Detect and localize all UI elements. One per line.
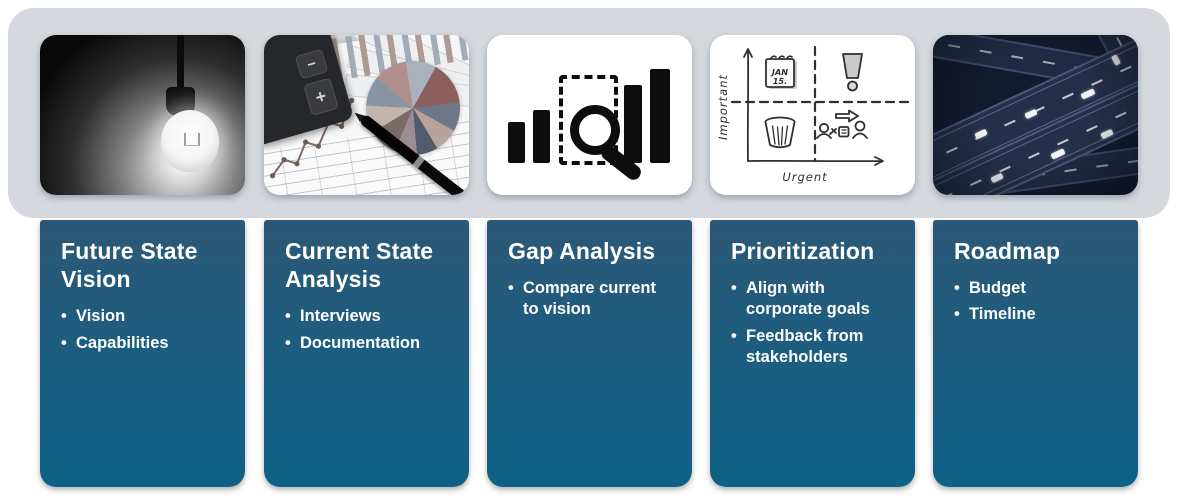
vignette-overlay: [933, 35, 1138, 195]
calendar-icon: [765, 58, 795, 88]
calendar-day-label: 15.: [773, 76, 788, 86]
card-title: Future State Vision: [61, 238, 198, 293]
bar: [508, 122, 525, 163]
calendar-month-label: JAN: [770, 67, 788, 77]
calculator-plus-key: +: [303, 77, 339, 116]
lightbulb-glass: [161, 110, 219, 172]
y-axis-arrow: [743, 48, 753, 58]
bullet-item: Documentation: [285, 333, 445, 355]
matrix-sketch: JAN 15. Important Urgent: [716, 45, 910, 184]
card-current-state-analysis: Current State Analysis Interviews Docume…: [264, 220, 469, 487]
task-box-lines: [841, 129, 847, 134]
bar: [624, 85, 642, 163]
bar: [650, 69, 670, 163]
person-body: [816, 128, 837, 139]
column-future-state-vision: Future State Vision Vision Capabilities: [40, 0, 245, 497]
bullet-item: Budget: [954, 278, 1114, 300]
exclamation-dot: [847, 80, 858, 92]
bullet-item: Vision: [61, 306, 221, 328]
bullet-item: Capabilities: [61, 333, 221, 355]
bullet-item: Compare current to vision: [508, 278, 668, 321]
card-gap-analysis: Gap Analysis Compare current to vision: [487, 220, 692, 487]
trash-icon-lines: [771, 125, 789, 146]
card-prioritization: Prioritization Align with corporate goal…: [710, 220, 915, 487]
x-axis-arrow: [874, 156, 884, 166]
person-head: [818, 122, 830, 134]
card-future-state-vision: Future State Vision Vision Capabilities: [40, 220, 245, 487]
delegate-arrow-icon: [835, 109, 859, 123]
bullet-item: Feedback from stakeholders: [731, 326, 891, 369]
card-title: Roadmap: [954, 238, 1061, 264]
card-title: Prioritization: [731, 238, 875, 264]
column-prioritization: JAN 15. Important Urgent Prioritization …: [710, 0, 915, 497]
card-bullet-list: Vision Capabilities: [61, 306, 221, 354]
column-current-state-analysis: − + Current State Analysis Interviews Do…: [264, 0, 469, 497]
card-bullet-list: Budget Timeline: [954, 278, 1114, 326]
person-head: [854, 120, 866, 132]
lightbulb-image: [40, 35, 245, 195]
task-box-icon: [838, 126, 850, 138]
column-roadmap: Roadmap Budget Timeline: [933, 0, 1138, 497]
exclamation-icon: [842, 53, 863, 79]
card-roadmap: Roadmap Budget Timeline: [933, 220, 1138, 487]
card-bullet-list: Interviews Documentation: [285, 306, 445, 354]
card-bullet-list: Compare current to vision: [508, 278, 668, 321]
calculator-minus-key: −: [294, 48, 329, 80]
lightbulb-filament: [184, 133, 200, 146]
card-bullet-list: Align with corporate goals Feedback from…: [731, 278, 891, 369]
urgent-important-matrix-image: JAN 15. Important Urgent: [710, 35, 915, 195]
card-title: Gap Analysis: [508, 238, 656, 264]
bar-chart-magnifier-icon: [487, 35, 692, 195]
calendar-rings: [770, 55, 793, 60]
person-body: [852, 132, 868, 139]
bullet-item: Timeline: [954, 304, 1114, 326]
important-axis-label: Important: [716, 74, 730, 140]
lightbulb-cord: [177, 35, 184, 93]
trash-icon-body: [764, 121, 796, 149]
column-gap-analysis: Gap Analysis Compare current to vision: [487, 0, 692, 497]
urgent-axis-label: Urgent: [782, 170, 827, 184]
highway-interchange-image: [933, 35, 1138, 195]
bullet-item: Interviews: [285, 306, 445, 328]
card-title: Current State Analysis: [285, 238, 434, 293]
bar: [533, 110, 550, 163]
bullet-item: Align with corporate goals: [731, 278, 891, 321]
financial-documents-image: − +: [264, 35, 469, 195]
line-chart-sketch: [269, 97, 355, 179]
